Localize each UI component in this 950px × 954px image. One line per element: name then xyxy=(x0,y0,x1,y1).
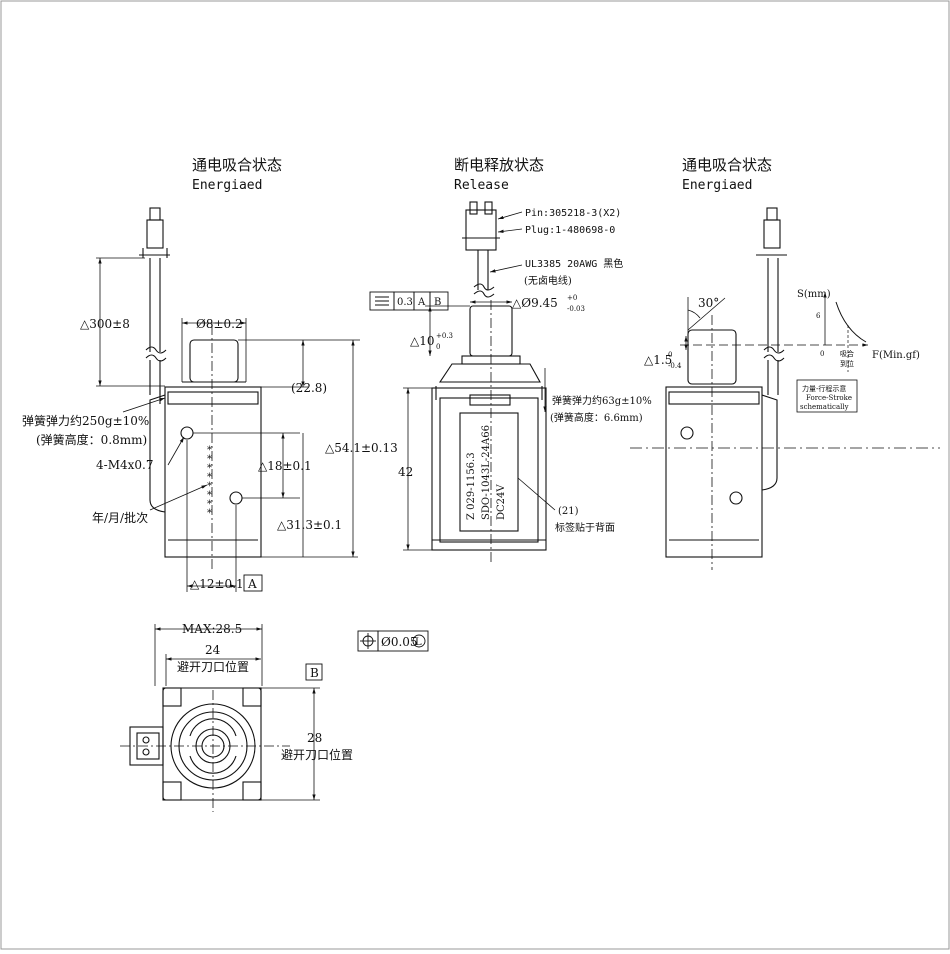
right-title-en: Energiaed xyxy=(682,178,752,193)
middle-view xyxy=(431,201,547,565)
bottom-height-note: 避开刀口位置 xyxy=(281,747,353,762)
chart-legend-en2: schematically xyxy=(800,403,849,411)
product-label: Z 029-1156.3 SDO-1043L-24A66 DC24V xyxy=(466,425,507,520)
chart-y-tick: 6 xyxy=(816,312,821,320)
label-line-3: DC24V xyxy=(496,484,507,520)
left-spring-force: 弹簧弹力约250g±10% xyxy=(22,413,149,428)
bottom-max-width: MAX:28.5 xyxy=(182,622,242,636)
svg-text:*: * xyxy=(207,508,212,519)
tol-datum-b: B xyxy=(434,297,441,308)
datum-a-box xyxy=(243,574,263,592)
right-dimension-lines xyxy=(630,297,940,449)
thread-spec: 4-M4x0.7 xyxy=(96,458,153,472)
stroke-sub: 0 xyxy=(436,343,440,351)
svg-text:*: * xyxy=(207,490,212,501)
right-offset: △1.5 xyxy=(644,353,672,367)
middle-dimension-lines xyxy=(403,211,556,551)
right-offset-up: 0 xyxy=(668,351,672,359)
bottom-width-note: 避开刀口位置 xyxy=(177,659,249,674)
stroke-dim: △10 xyxy=(410,334,435,348)
force-stroke-chart xyxy=(680,292,868,372)
angle-30: 30° xyxy=(698,296,719,310)
datum-b-label: B xyxy=(310,666,319,680)
wire-note: (无卤电线) xyxy=(524,274,572,287)
position-tolerance-frame xyxy=(357,630,429,652)
middle-shaft-tol-up: +0 xyxy=(567,294,577,302)
tol-datum-a: A xyxy=(417,297,426,308)
label-line-1: Z 029-1156.3 xyxy=(466,452,477,520)
datum-a-label: A xyxy=(247,577,257,591)
shaft-dia-dim: Ø8±0.2 xyxy=(196,317,243,331)
chart-legend-cn: 力量-行程示意 xyxy=(802,384,846,393)
batch-marks: ** ** ** ** xyxy=(207,445,212,519)
pin-spec: Pin:305218-3(X2) xyxy=(525,208,621,219)
bottom-view xyxy=(120,687,290,812)
svg-text:*: * xyxy=(207,499,212,510)
middle-spring-force: 弹簧弹力约63g±10% xyxy=(552,394,652,407)
height-42: 42 xyxy=(398,465,413,479)
left-title-en: Energiaed xyxy=(192,178,262,193)
svg-text:*: * xyxy=(207,454,212,465)
middle-shaft-tol-dn: -0.03 xyxy=(567,305,585,313)
bottom-height-28: 28 xyxy=(307,731,322,745)
right-title-cn: 通电吸合状态 xyxy=(682,156,772,174)
chart-series-line xyxy=(835,301,867,343)
middle-title-en: Release xyxy=(454,178,509,193)
left-dimension-lines xyxy=(96,257,360,592)
pos-tol-value: Ø0.05 xyxy=(381,635,418,649)
wire-length-dim: △300±8 xyxy=(80,317,130,331)
bottom-width-24: 24 xyxy=(205,643,221,657)
chart-origin: 0 xyxy=(820,350,824,358)
svg-text:*: * xyxy=(207,463,212,474)
svg-text:*: * xyxy=(207,472,212,483)
chart-legend-en1: Force-Stroke xyxy=(806,394,852,402)
chart-legend-box xyxy=(796,379,858,413)
chart-pullin-2: 到位 xyxy=(840,359,854,368)
datum-b-box xyxy=(305,663,323,681)
label-note-num: (21) xyxy=(558,506,579,517)
left-spring-height: (弹簧高度：0.8mm) xyxy=(36,432,147,447)
right-offset-dn: -0.4 xyxy=(668,362,682,370)
left-title-cn: 通电吸合状态 xyxy=(192,156,282,174)
chart-pullin-1: 吸合 xyxy=(840,349,854,358)
hole-18-dim: △18±0.1 xyxy=(258,459,312,473)
top-height-dim: (22.8) xyxy=(291,381,327,395)
right-view xyxy=(665,207,787,570)
left-view xyxy=(139,207,262,570)
chart-xlabel: F(Min.gf) xyxy=(872,350,920,361)
svg-text:*: * xyxy=(207,481,212,492)
flatness-tolerance-frame xyxy=(369,291,449,311)
middle-title-cn: 断电释放状态 xyxy=(454,156,544,174)
middle-shaft-dia: △Ø9.45 xyxy=(512,296,558,310)
hole-31-dim: △31.3±0.1 xyxy=(277,518,342,532)
pos-tol-modifier: L xyxy=(415,637,422,648)
wire-spec: UL3385 20AWG 黑色 xyxy=(525,257,623,270)
chart-ylabel: S(mm) xyxy=(797,289,831,300)
label-note: 标签贴于背面 xyxy=(555,521,615,534)
hole-12-dim: △12±0.1 xyxy=(190,577,244,591)
plug-spec: Plug:1-480698-0 xyxy=(525,225,615,236)
tol-flat-value: 0.3 xyxy=(397,297,413,308)
total-height-dim: △54.1±0.13 xyxy=(325,441,398,455)
stroke-tol: +0.3 xyxy=(436,332,453,340)
label-line-2: SDO-1043L-24A66 xyxy=(481,425,492,520)
bottom-dimension-lines xyxy=(154,624,320,801)
svg-text:*: * xyxy=(207,445,212,456)
date-mark-label: 年/月/批次 xyxy=(92,510,148,525)
middle-spring-height: (弹簧高度：6.6mm) xyxy=(550,411,643,424)
